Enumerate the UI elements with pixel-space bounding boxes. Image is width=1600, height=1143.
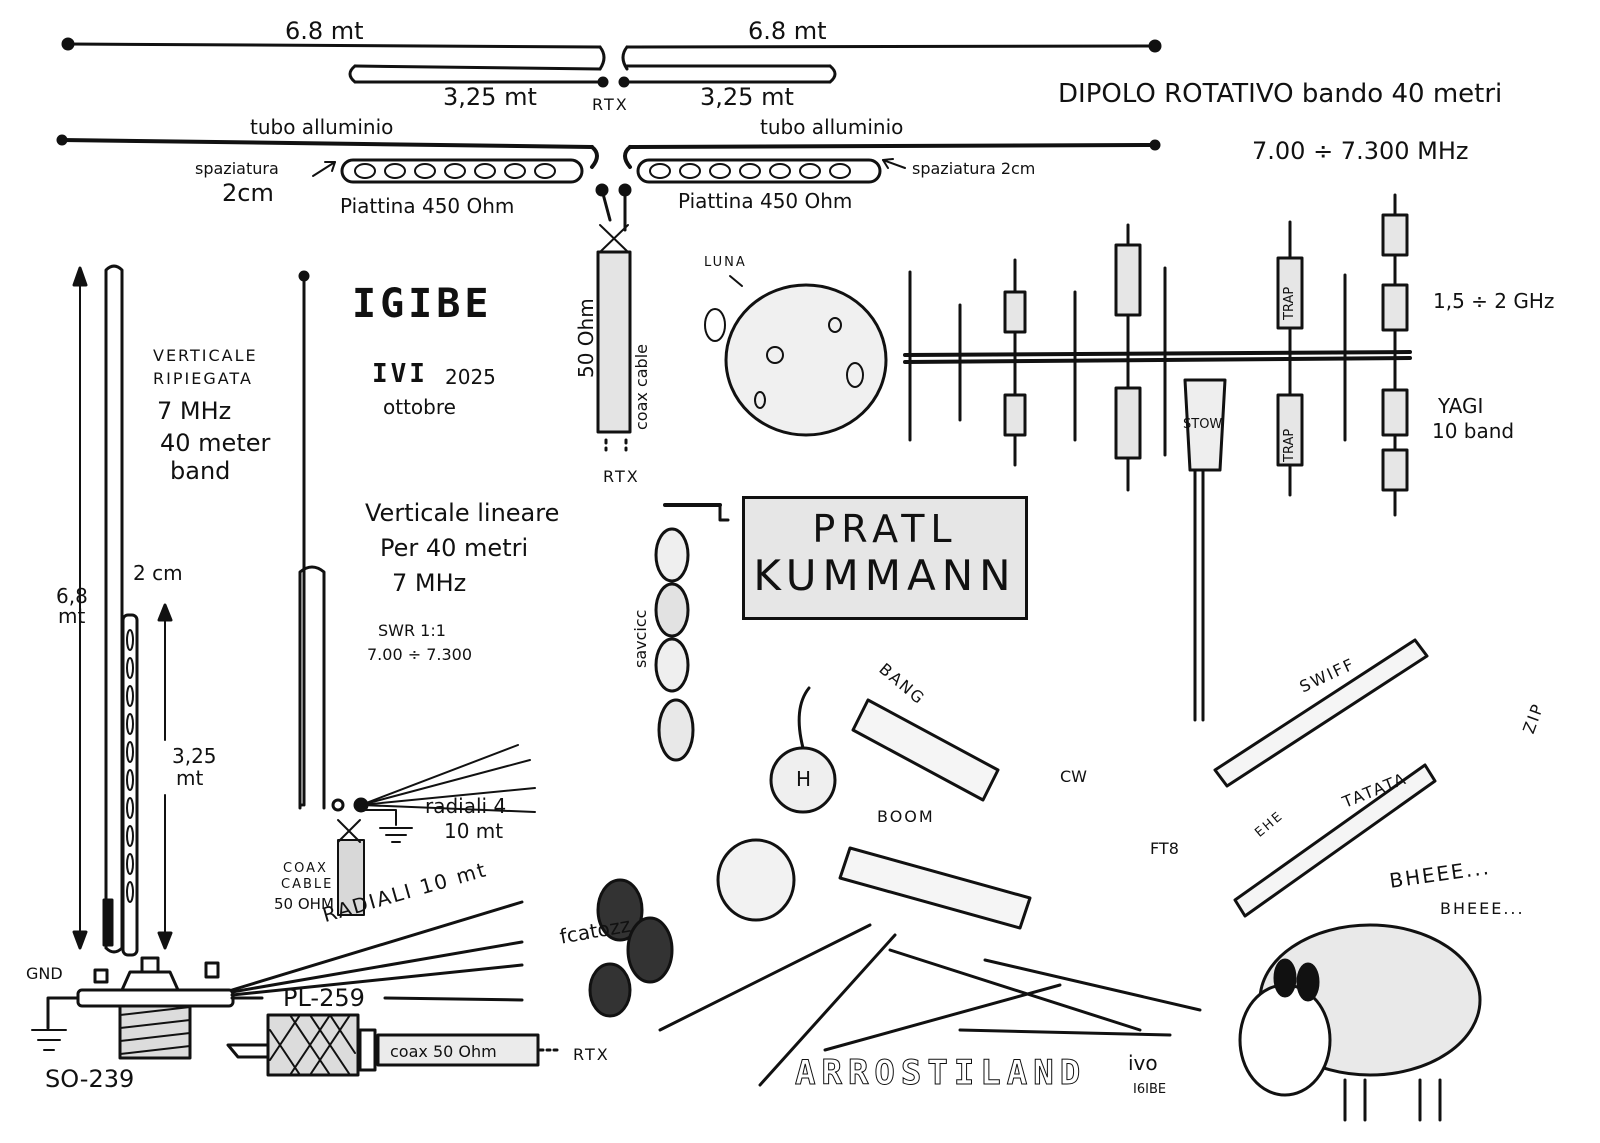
linear-vertical-radials-1: radiali 4 <box>425 794 507 818</box>
weapons-drawing <box>716 638 1437 930</box>
folded-vertical-total-height: 6,8 <box>56 584 88 608</box>
dipole-wire-left-length: 6.8 mt <box>285 17 364 45</box>
diagram-frequency: 7.00 ÷ 7.300 MHz <box>1252 137 1469 165</box>
folded-vertical-freq: 7 MHz <box>157 397 232 425</box>
diagram-title: DIPOLO ROTATIVO bando 40 metri <box>1058 79 1503 109</box>
linear-vertical-swr: SWR 1:1 <box>378 621 446 640</box>
so239-label: SO-239 <box>45 1065 135 1093</box>
linear-coax-line-1: COAX <box>283 861 328 876</box>
sign-line-1: PRATL <box>812 507 958 551</box>
linear-vertical-freq: 7 MHz <box>392 569 467 597</box>
folded-dipole-drawing <box>61 37 1162 88</box>
boom-label: BOOM <box>877 807 935 826</box>
yagi-name-1: YAGI <box>1438 394 1484 418</box>
rotary-dipole-drawing <box>56 134 1161 452</box>
callsign-year: 2025 <box>445 365 496 389</box>
coax-cable-label: coax cable <box>632 344 651 430</box>
callsign-sub-glyphs: IVI <box>372 359 428 389</box>
callsign-month: ottobre <box>383 395 456 419</box>
spacing-right-label: spaziatura 2cm <box>912 159 1036 178</box>
coax-impedance-label: 50 Ohm <box>574 298 598 378</box>
folded-vertical-total-unit: mt <box>58 604 86 628</box>
linear-coax-line-2: CABLE <box>281 877 334 892</box>
folded-vertical-drawing <box>31 264 562 1077</box>
sausages-label: savcicc <box>631 609 650 668</box>
dipole-fold-left-length: 3,25 mt <box>443 83 537 111</box>
linear-vertical-range: 7.00 ÷ 7.300 <box>367 645 473 664</box>
dipole-feed-label: RTX <box>592 95 629 114</box>
trap-label-lower: TRAP <box>1282 428 1297 462</box>
linear-vertical-title: Verticale lineare <box>365 499 560 527</box>
bomb-letter: H <box>796 767 812 791</box>
folded-vertical-band-2: band <box>170 457 231 485</box>
ladder-line-right-label: Piattina 450 Ohm <box>678 189 853 213</box>
pl259-label: PL-259 <box>283 984 365 1012</box>
linear-vertical-radials-2: 10 mt <box>444 819 504 843</box>
tube-left-label: tubo alluminio <box>250 115 394 139</box>
stow-label: STOW <box>1183 417 1223 432</box>
arrostiland-title: ARROSTILAND <box>794 1053 1087 1093</box>
folded-vertical-spacing: 2 cm <box>133 561 183 585</box>
sheep-sound-2: BHEEE... <box>1440 899 1525 918</box>
folded-vertical-short-unit: mt <box>176 766 204 790</box>
ladder-line-left-label: Piattina 450 Ohm <box>340 194 515 218</box>
folded-vertical-title-1: VERTICALE <box>153 346 258 365</box>
sheep-drawing <box>1238 923 1482 1122</box>
moon-label: LUNA <box>704 255 747 270</box>
dipole-fold-right-length: 3,25 mt <box>700 83 794 111</box>
coax-rtx-label: RTX <box>573 1045 610 1064</box>
yagi-drawing <box>903 193 1412 722</box>
linear-vertical-subtitle: Per 40 metri <box>380 534 529 562</box>
folded-vertical-title-2: RIPIEGATA <box>153 369 253 388</box>
callsign-glyphs: IGIBE <box>352 281 493 327</box>
folded-vertical-band-1: 40 meter <box>160 429 271 457</box>
helmet-cw-label: CW <box>1060 767 1087 786</box>
spacing-left-label: spaziatura <box>195 159 279 178</box>
trap-label-upper: TRAP <box>1282 286 1297 320</box>
spacing-left-value: 2cm <box>222 179 274 207</box>
tube-right-label: tubo alluminio <box>760 115 904 139</box>
folded-vertical-short-height: 3,25 <box>172 744 217 768</box>
yagi-name-2: 10 band <box>1432 419 1515 443</box>
dipole-wire-right-length: 6.8 mt <box>748 17 827 45</box>
signature-name: ivo <box>1128 1051 1158 1075</box>
yagi-frequency: 1,5 ÷ 2 GHz <box>1433 289 1555 313</box>
moon-drawing <box>704 275 888 437</box>
sign-line-2: KUMMANN <box>753 551 1017 600</box>
signature-callsign: I6IBE <box>1133 1082 1167 1097</box>
gnd-label: GND <box>26 964 63 983</box>
linear-vertical-drawing <box>298 270 536 916</box>
sausages-drawing <box>588 503 730 1018</box>
coax-end-label: RTX <box>603 467 640 486</box>
pratl-kummann-sign: PRATL KUMMANN <box>742 496 1028 620</box>
helmet-ft8-label: FT8 <box>1150 839 1179 858</box>
coax-50-ohm-label: coax 50 Ohm <box>390 1042 497 1061</box>
skewers-drawing <box>658 923 1202 1087</box>
linear-coax-line-3: 50 OHM <box>274 895 334 913</box>
